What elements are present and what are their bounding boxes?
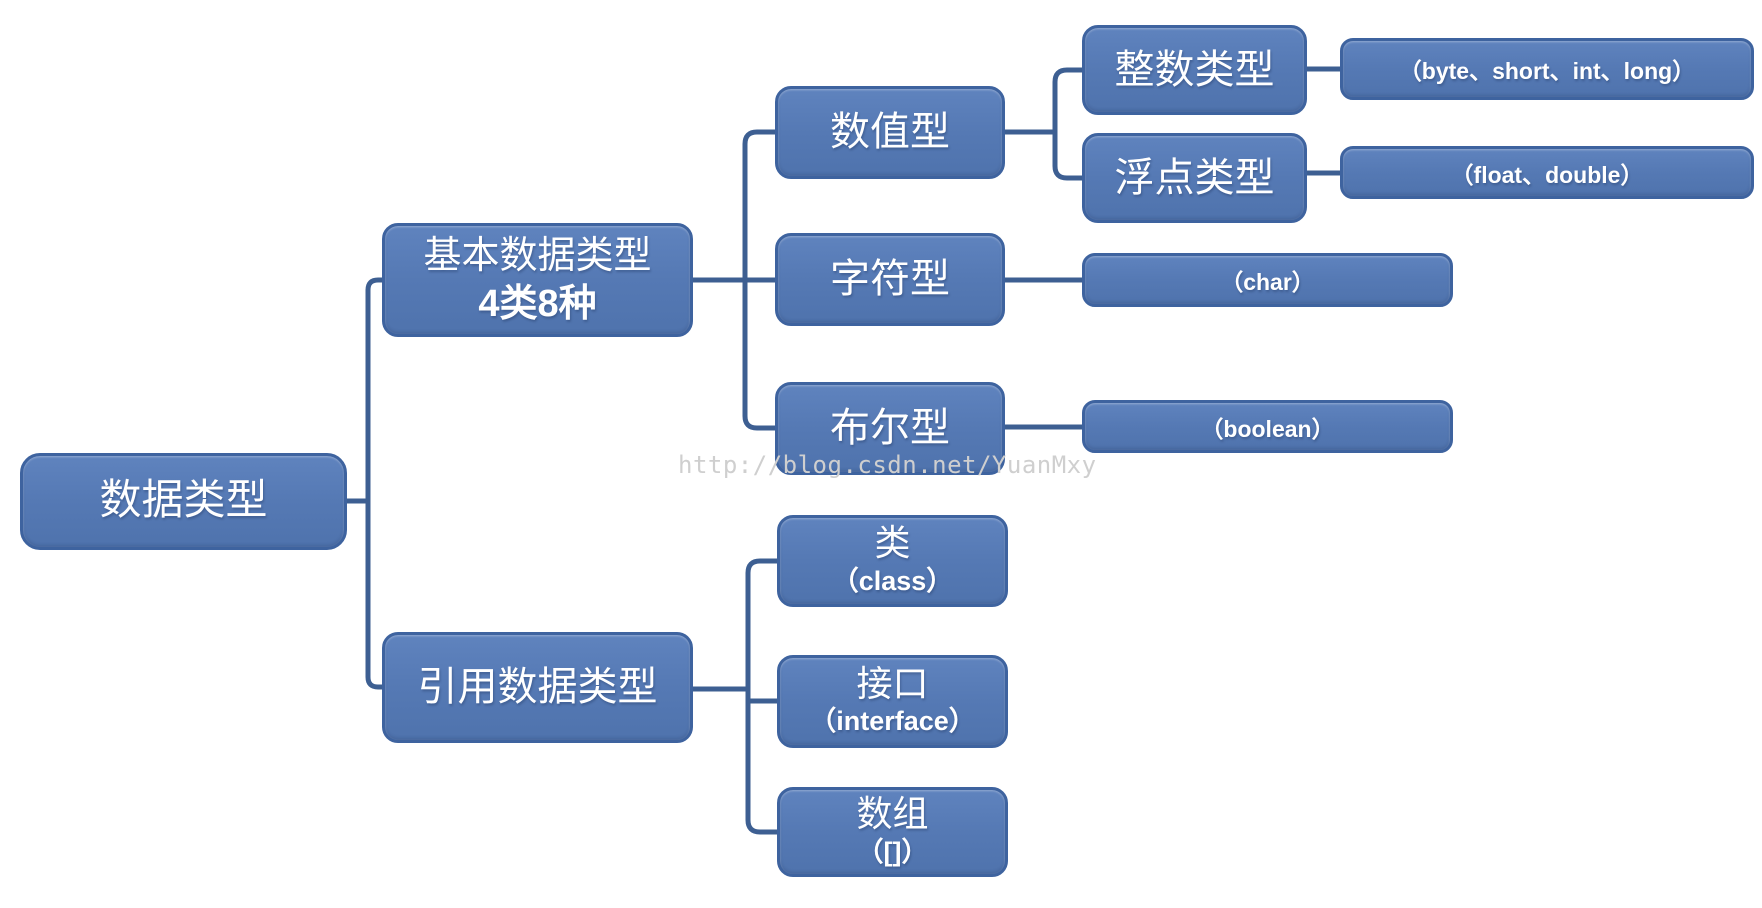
node-class: 类 （class） xyxy=(777,515,1008,607)
node-interface: 接口 （interface） xyxy=(777,655,1008,748)
node-array: 数组 （[]） xyxy=(777,787,1008,877)
node-basic-types-sublabel: 4类8种 xyxy=(478,283,597,326)
node-class-sublabel: （class） xyxy=(831,565,954,596)
node-data-type-label: 数据类型 xyxy=(99,478,268,525)
node-reference-types: 引用数据类型 xyxy=(382,632,693,743)
node-array-label: 数组 xyxy=(856,794,929,835)
node-basic-types-label: 基本数据类型 xyxy=(423,235,652,278)
node-float-detail-label: （float、double） xyxy=(1450,161,1644,188)
node-char-detail-label: （char） xyxy=(1220,269,1315,295)
node-boolean-label: 布尔型 xyxy=(830,405,950,451)
node-boolean-detail: （boolean） xyxy=(1082,400,1453,453)
node-numeric: 数值型 xyxy=(775,86,1005,179)
watermark: http://blog.csdn.net/YuanMxy xyxy=(678,451,1097,479)
node-boolean-detail-label: （boolean） xyxy=(1200,415,1335,442)
node-float-detail: （float、double） xyxy=(1340,146,1754,199)
node-char: 字符型 xyxy=(775,233,1005,326)
node-integer-label: 整数类型 xyxy=(1114,46,1275,92)
node-array-sublabel: （[]） xyxy=(856,836,929,867)
node-reference-types-label: 引用数据类型 xyxy=(417,664,658,710)
node-integer: 整数类型 xyxy=(1082,25,1307,115)
node-integer-detail: （byte、short、int、long） xyxy=(1340,38,1754,100)
node-char-detail: （char） xyxy=(1082,253,1453,307)
node-interface-label: 接口 xyxy=(856,663,929,704)
node-float-label: 浮点类型 xyxy=(1114,154,1275,200)
node-char-label: 字符型 xyxy=(830,256,950,302)
node-class-label: 类 xyxy=(874,523,911,564)
node-integer-detail-label: （byte、short、int、long） xyxy=(1398,58,1696,84)
node-boolean: 布尔型 xyxy=(775,382,1005,475)
node-data-type: 数据类型 xyxy=(20,453,347,550)
node-basic-types: 基本数据类型 4类8种 xyxy=(382,223,693,337)
node-float: 浮点类型 xyxy=(1082,133,1307,223)
node-numeric-label: 数值型 xyxy=(830,109,950,155)
node-interface-sublabel: （interface） xyxy=(809,706,976,737)
